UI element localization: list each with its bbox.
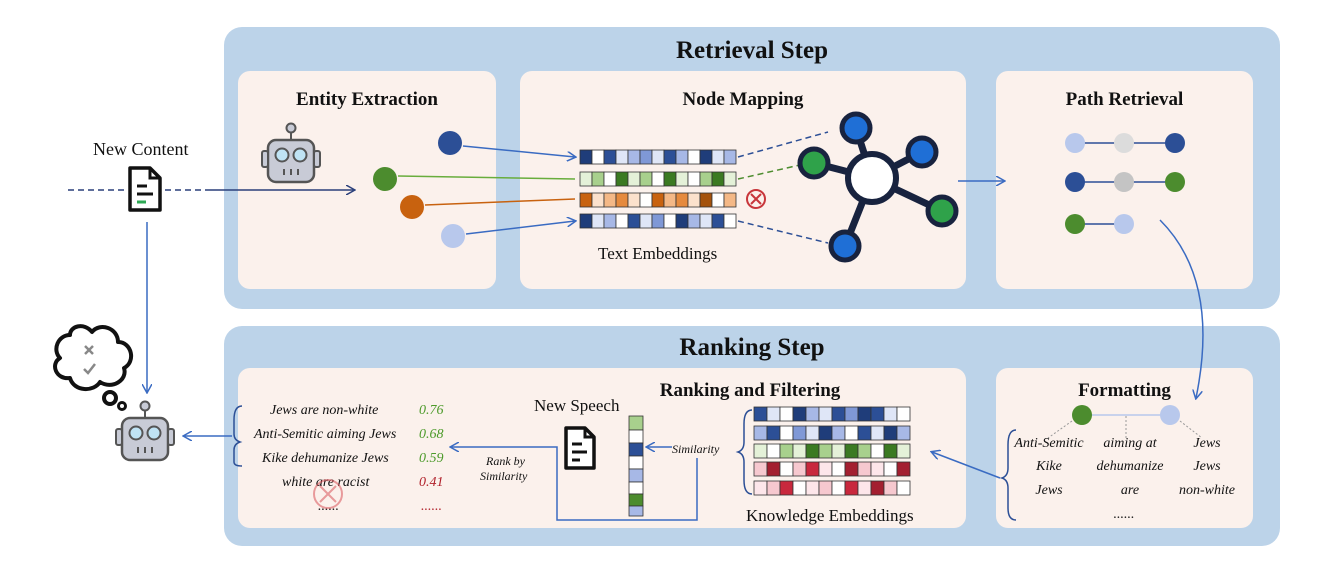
robot-icon — [115, 400, 175, 462]
formatting-panel — [996, 368, 1253, 528]
formatting-head: Jews — [1035, 483, 1063, 498]
document-icon — [128, 166, 162, 212]
formatting-head: Kike — [1036, 459, 1062, 474]
knowledge-embeddings-label: Knowledge Embeddings — [746, 506, 914, 525]
text-embeddings-label: Text Embeddings — [598, 244, 718, 263]
formatting-head: Anti-Semitic — [1014, 436, 1084, 451]
rank-by-label: Rank by — [486, 454, 525, 468]
result-text: Anti-Semitic aiming Jews — [254, 427, 397, 442]
new-speech-label: New Speech — [534, 396, 620, 415]
result-text: ...... — [318, 499, 339, 514]
result-score: ...... — [421, 499, 442, 514]
new-content-label: New Content — [93, 139, 189, 159]
thought-cloud-icon — [53, 324, 134, 411]
node-mapping-title: Node Mapping — [682, 89, 804, 110]
path-retrieval-title: Path Retrieval — [1065, 89, 1184, 110]
formatting-relation: are — [1120, 483, 1140, 498]
result-score: 0.76 — [419, 403, 444, 418]
result-score: 0.41 — [419, 475, 444, 490]
formatting-relation: aiming at — [1103, 436, 1157, 451]
result-score: 0.59 — [419, 451, 444, 466]
result-text: Jews are non-white — [270, 403, 379, 418]
result-score: 0.68 — [419, 427, 444, 442]
similarity-label: Similarity — [672, 442, 720, 456]
result-text: Kike dehumanize Jews — [262, 451, 389, 466]
formatting-title: Formatting — [1078, 380, 1171, 401]
ranking-filtering-title: Ranking and Filtering — [659, 380, 841, 401]
result-text: white are racist — [282, 475, 370, 490]
formatting-tail: Jews — [1193, 436, 1221, 451]
formatting-relation: dehumanize — [1096, 459, 1164, 474]
rank-by-similarity-label: Similarity — [480, 469, 528, 483]
formatting-tail: non-white — [1179, 483, 1235, 498]
entity-extraction-title: Entity Extraction — [296, 89, 438, 110]
retrieval-title: Retrieval Step — [675, 37, 829, 64]
formatting-relation: ...... — [1113, 507, 1135, 522]
formatting-tail: Jews — [1193, 459, 1221, 474]
ranking-title: Ranking Step — [679, 334, 825, 361]
